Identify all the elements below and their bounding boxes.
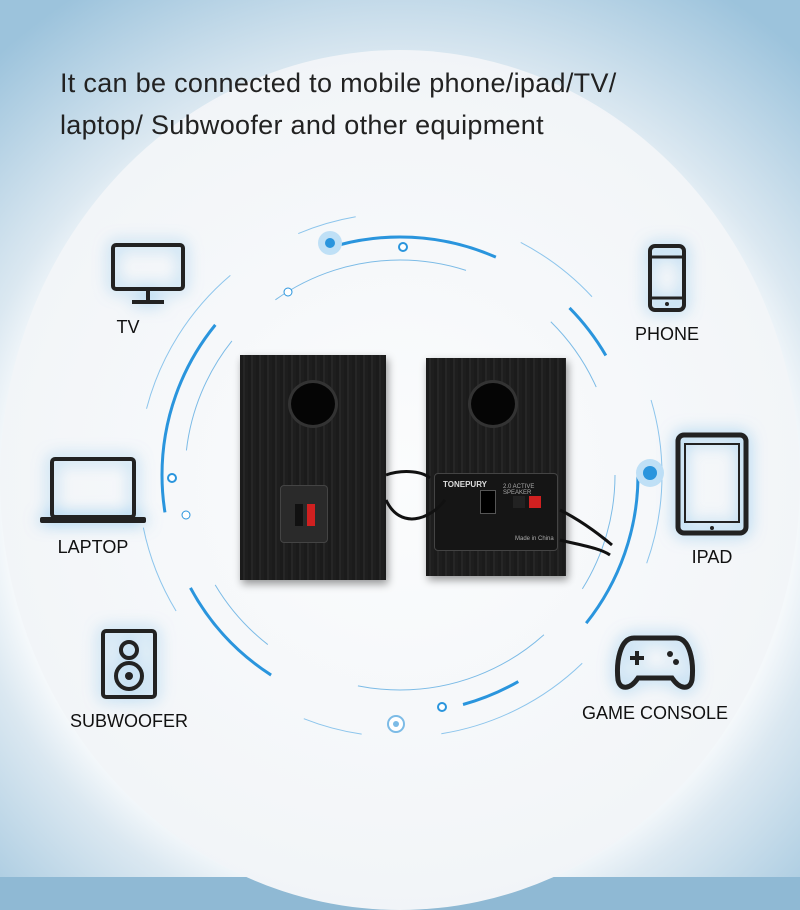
device-tv: TV bbox=[110, 242, 186, 338]
device-subwoofer: SUBWOOFER bbox=[70, 628, 188, 732]
tv-label: TV bbox=[116, 317, 140, 337]
phone-label: PHONE bbox=[635, 324, 700, 344]
device-game-console: GAME CONSOLE bbox=[582, 632, 728, 724]
ipad-icon bbox=[675, 432, 749, 536]
laptop-icon bbox=[40, 457, 146, 523]
origin-label: Made in China bbox=[515, 536, 554, 542]
speaker-right-rear: TONEPURY 2.0 ACTIVE SPEAKER Made in Chin… bbox=[426, 358, 566, 576]
headline-line-1: It can be connected to mobile phone/ipad… bbox=[60, 68, 617, 98]
tv-icon bbox=[111, 243, 185, 304]
game-console-label: GAME CONSOLE bbox=[582, 703, 729, 723]
subwoofer-icon bbox=[101, 629, 157, 699]
model-label: 2.0 ACTIVE SPEAKER bbox=[503, 484, 535, 496]
brand-logo: TONEPURY bbox=[443, 480, 488, 489]
device-ipad: IPAD bbox=[675, 432, 749, 568]
headline-line-2: laptop/ Subwoofer and other equipment bbox=[60, 110, 544, 140]
device-laptop: LAPTOP bbox=[38, 456, 148, 558]
gamepad-icon bbox=[615, 635, 695, 690]
speaker-cables bbox=[384, 470, 613, 557]
connection-rings bbox=[137, 212, 664, 738]
laptop-label: LAPTOP bbox=[57, 537, 129, 557]
headline: It can be connected to mobile phone/ipad… bbox=[60, 62, 617, 146]
ipad-label: IPAD bbox=[691, 547, 733, 567]
device-phone: PHONE bbox=[635, 243, 699, 345]
subwoofer-label: SUBWOOFER bbox=[70, 711, 189, 731]
phone-icon bbox=[648, 244, 686, 312]
speaker-left-rear bbox=[240, 355, 386, 580]
